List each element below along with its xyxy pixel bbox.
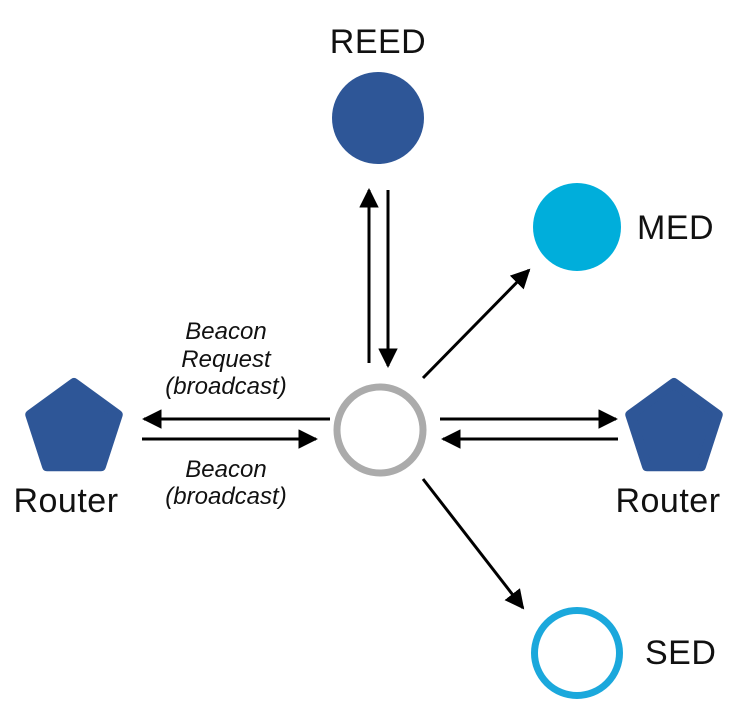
edge-joiner-to-med xyxy=(421,268,531,380)
beacon-request-line1: Beacon xyxy=(185,318,266,345)
right-router-label: Router xyxy=(615,482,720,520)
beacon-request-label: Beacon Request (broadcast) xyxy=(165,318,286,400)
reed-label: REED xyxy=(330,23,426,61)
beacon-request-line2: Request xyxy=(181,346,272,373)
beacon-request-line3: (broadcast) xyxy=(165,373,286,400)
reed-node xyxy=(332,72,424,164)
left-router-node xyxy=(25,378,123,472)
left-router-label: Router xyxy=(13,482,118,520)
sed-label: SED xyxy=(645,634,716,672)
edge-joiner-to-sed xyxy=(421,478,525,610)
right-router-node xyxy=(625,378,723,472)
med-label: MED xyxy=(637,209,714,247)
beacon-label: Beacon (broadcast) xyxy=(165,456,286,510)
beacon-line2: (broadcast) xyxy=(165,483,286,510)
med-node xyxy=(533,183,621,271)
sed-node xyxy=(531,607,623,699)
beacon-line1: Beacon xyxy=(185,456,266,483)
joining-device-node xyxy=(333,383,427,477)
